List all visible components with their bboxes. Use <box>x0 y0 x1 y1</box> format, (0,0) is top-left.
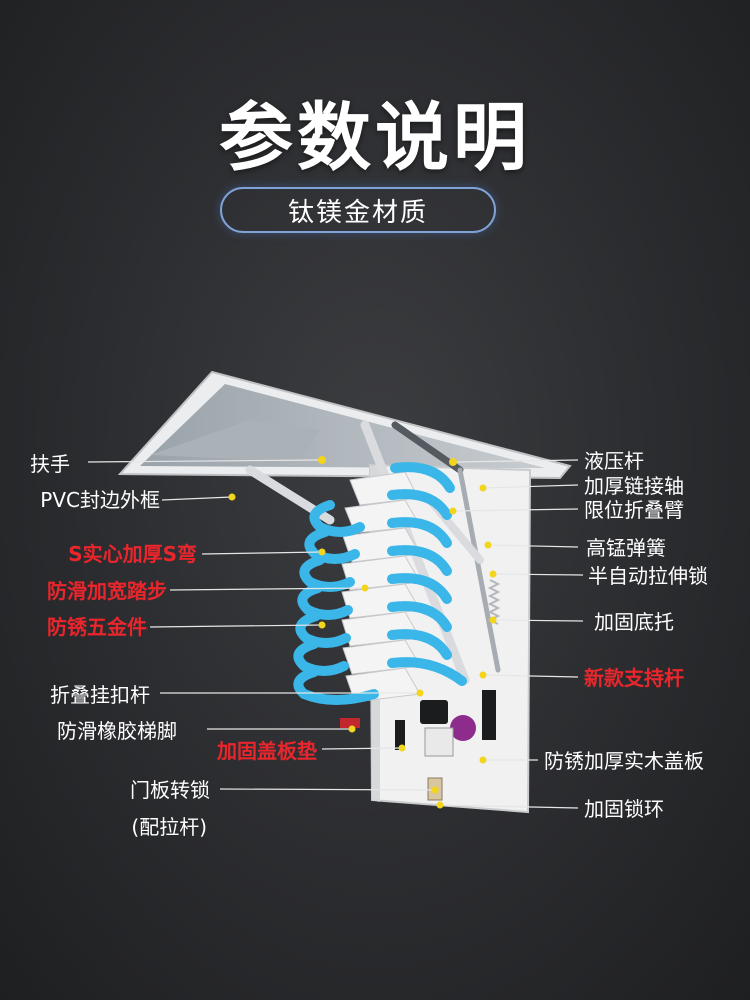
label-wood-cover: 防锈加厚实木盖板 <box>544 749 704 773</box>
label-support-rod: 新款支持杆 <box>584 666 684 690</box>
label-thick-shaft: 加厚链接轴 <box>584 474 684 498</box>
label-s-bend: S实心加厚S弯 <box>68 542 197 566</box>
label-spring: 高锰弹簧 <box>586 536 666 560</box>
leader-dots <box>228 456 497 809</box>
leader-lines <box>87 459 584 809</box>
hatch-frame <box>117 370 572 480</box>
right-s-rails <box>387 462 467 686</box>
label-pvc-frame: PVC封边外框 <box>40 488 160 512</box>
steps <box>341 471 421 703</box>
label-base-bracket: 加固底托 <box>594 610 674 634</box>
spring <box>487 579 501 625</box>
material-badge: 钛镁金材质 <box>220 187 496 233</box>
label-rubber-feet: 防滑橡胶梯脚 <box>57 719 177 743</box>
label-auto-lock: 半自动拉伸锁 <box>588 564 708 588</box>
label-lock-ring: 加固锁环 <box>584 797 664 821</box>
label-hydraulic-rod: 液压杆 <box>584 449 644 473</box>
label-limit-arm: 限位折叠臂 <box>584 498 684 522</box>
label-anti-slip-steps: 防滑加宽踏步 <box>47 579 167 603</box>
label-door-lock: 门板转锁 <box>130 778 210 802</box>
label-cover-pad: 加固盖板垫 <box>217 739 317 763</box>
left-s-rails <box>293 500 379 705</box>
label-with-pull-rod: (配拉杆) <box>131 815 207 839</box>
material-badge-label: 钛镁金材质 <box>287 197 428 228</box>
label-handrail: 扶手 <box>30 452 70 476</box>
label-rustproof-hardware: 防锈五金件 <box>47 615 147 639</box>
label-folding-hook-rod: 折叠挂扣杆 <box>50 683 150 707</box>
page-title: 参数说明 <box>219 95 531 181</box>
hardware <box>340 690 496 801</box>
